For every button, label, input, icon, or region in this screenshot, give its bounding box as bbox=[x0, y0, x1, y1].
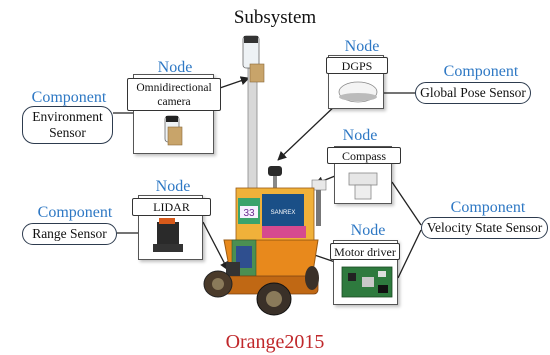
component-label-env: Component bbox=[31, 89, 107, 106]
node-card-camera: Omnidirectional camera bbox=[127, 74, 221, 154]
robot-number: 33 bbox=[243, 208, 255, 219]
component-range: Range Sensor bbox=[22, 223, 117, 245]
node-scroll-dgps: DGPS bbox=[326, 57, 388, 74]
node-scroll-camera: Omnidirectional camera bbox=[127, 78, 221, 111]
component-label-velocity: Component bbox=[450, 199, 526, 216]
lidar-sensor-icon bbox=[153, 218, 183, 252]
component-label-gps: Component bbox=[443, 63, 519, 80]
robot-brand: SANREX bbox=[271, 210, 296, 216]
node-card-motor: Motor driver bbox=[330, 240, 400, 305]
arrow-dgps bbox=[277, 102, 339, 161]
node-scroll-lidar: LIDAR bbox=[132, 198, 211, 216]
node-label-camera: Node bbox=[157, 59, 193, 76]
component-label-range: Component bbox=[37, 204, 113, 221]
compass-sensor-icon bbox=[348, 172, 378, 200]
node-scroll-motor: Motor driver bbox=[330, 243, 400, 260]
motor-board-icon bbox=[341, 266, 393, 298]
component-env: Environment Sensor bbox=[22, 106, 113, 144]
node-label-dgps: Node bbox=[344, 38, 380, 55]
gps-antenna-icon bbox=[338, 81, 378, 103]
node-label-lidar: Node bbox=[155, 178, 191, 195]
node-card-dgps: DGPS bbox=[326, 55, 388, 109]
camera-sensor-icon bbox=[164, 115, 183, 146]
diagram-title: Subsystem bbox=[233, 7, 317, 28]
robot-name: Orange2015 bbox=[225, 331, 325, 353]
connector-motor-velocity bbox=[397, 229, 422, 279]
node-label-compass: Node bbox=[342, 127, 378, 144]
node-card-compass: Compass bbox=[327, 146, 401, 204]
component-gps: Global Pose Sensor bbox=[415, 82, 531, 104]
component-velocity: Velocity State Sensor bbox=[421, 217, 548, 239]
node-scroll-compass: Compass bbox=[327, 147, 401, 164]
node-label-motor: Node bbox=[350, 222, 386, 239]
arrow-lidar bbox=[202, 221, 229, 271]
connector-compass-velocity bbox=[391, 181, 422, 226]
node-card-lidar: LIDAR bbox=[132, 195, 211, 260]
